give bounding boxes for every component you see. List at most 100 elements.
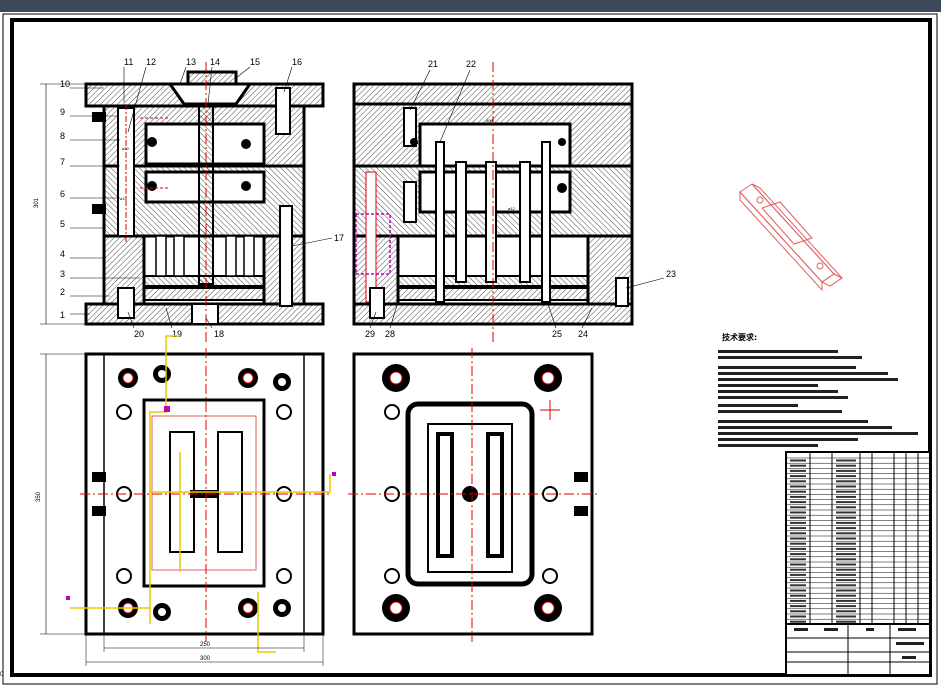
bom-row-text — [790, 527, 806, 530]
right-plan-view — [348, 348, 598, 642]
bom-row-text — [836, 563, 856, 566]
part-label-15: 15 — [250, 57, 260, 67]
left-callouts: 10 9 8 7 6 5 4 3 2 1 11 12 13 14 15 16 1… — [34, 57, 344, 339]
bom-row-text — [790, 620, 806, 623]
part-label-23: 23 — [666, 269, 676, 279]
bom-row-text — [836, 573, 856, 576]
bom-row-text — [790, 495, 806, 498]
bom-row-text — [836, 594, 856, 597]
part-label-20: 20 — [134, 329, 144, 339]
dim-width-inner: 250 — [200, 642, 211, 648]
bom-row-text — [836, 532, 856, 535]
bom-row-text — [836, 589, 856, 592]
bom-row-text — [836, 495, 856, 498]
sheet-outer-border — [2, 13, 938, 685]
bom-row-text — [836, 553, 856, 556]
bom-row-text — [836, 584, 856, 587]
bom-row-text — [790, 532, 806, 535]
right-callouts: 21 22 23 29 28 25 24 — [365, 59, 676, 339]
bom-row-text — [790, 475, 806, 478]
bom-row-text — [790, 537, 806, 540]
bom-row-text — [836, 459, 856, 462]
svg-text:ø20: ø20 — [122, 146, 130, 151]
bom-row-text — [836, 537, 856, 540]
bom-row-text — [790, 553, 806, 556]
dim-width-outer: 300 — [200, 656, 211, 662]
bom-row-text — [836, 527, 856, 530]
part-label-4: 4 — [60, 249, 65, 259]
bom-row-text — [790, 542, 806, 545]
right-section-view: 400 ø12 — [352, 62, 634, 342]
bom-row-text — [790, 584, 806, 587]
part-label-29: 29 — [365, 329, 375, 339]
bom-row-text — [836, 579, 856, 582]
bom-row-text — [790, 605, 806, 608]
bom-row-text — [790, 469, 806, 472]
part-label-1: 1 — [60, 310, 65, 320]
bom-row-text — [790, 563, 806, 566]
part-label-3: 3 — [60, 269, 65, 279]
sheet-inner-frame — [10, 18, 932, 677]
bom-row-text — [836, 610, 856, 613]
part-label-11: 11 — [124, 57, 133, 67]
bom-row-text — [790, 490, 806, 493]
bom-row-text — [836, 490, 856, 493]
origin-mark: 0 — [0, 672, 4, 678]
part-label-5: 5 — [60, 219, 65, 229]
bom-row-text — [836, 506, 856, 509]
bom-row-text — [836, 521, 856, 524]
part-label-8: 8 — [60, 131, 65, 141]
svg-text:ø15: ø15 — [120, 196, 128, 201]
bom-row-text — [836, 469, 856, 472]
part-label-25: 25 — [552, 329, 562, 339]
bom-row-text — [836, 558, 856, 561]
title-block — [785, 451, 931, 676]
bom-row-text — [836, 599, 856, 602]
bom-row-text — [790, 480, 806, 483]
bom-row-text — [836, 475, 856, 478]
bom-row-text — [790, 485, 806, 488]
bom-row-text — [836, 615, 856, 618]
part-label-19: 19 — [172, 329, 182, 339]
bom-row-text — [836, 547, 856, 550]
bom-row-text — [790, 589, 806, 592]
left-plan-dimensions: 350 250 300 — [36, 353, 324, 666]
bom-row-text — [790, 610, 806, 613]
part-label-22: 22 — [466, 59, 476, 69]
bom-row-text — [836, 605, 856, 608]
window-title-bar — [0, 0, 941, 12]
left-section-view: ø20 ø15 — [84, 62, 325, 342]
part-label-17: 17 — [334, 233, 344, 243]
part-label-18: 18 — [214, 329, 224, 339]
bom-row-text — [836, 501, 856, 504]
bom-row-text — [790, 568, 806, 571]
bom-row-text — [836, 620, 856, 623]
bom-row-text — [790, 506, 806, 509]
bom-row-text — [790, 521, 806, 524]
bom-row-text — [836, 511, 856, 514]
bom-row-text — [836, 542, 856, 545]
part-label-9: 9 — [60, 107, 65, 117]
bom-row-text — [790, 459, 806, 462]
dim-height-side: 301 — [34, 197, 40, 208]
left-plan-view — [66, 335, 336, 653]
part-label-24: 24 — [578, 329, 588, 339]
bom-row-text — [790, 615, 806, 618]
bom-row-text — [790, 464, 806, 467]
bom-row-text — [790, 573, 806, 576]
part-label-21: 21 — [428, 59, 438, 69]
dim-height-plan: 350 — [36, 491, 42, 502]
bom-row-text — [836, 568, 856, 571]
bom-row-text — [790, 547, 806, 550]
svg-text:400: 400 — [486, 118, 493, 123]
part-label-16: 16 — [292, 57, 302, 67]
part-label-12: 12 — [146, 57, 156, 67]
part-label-7: 7 — [60, 157, 65, 167]
bom-row-text — [836, 464, 856, 467]
isometric-part-view — [739, 183, 843, 292]
bom-row-text — [790, 558, 806, 561]
bom-row-text — [836, 485, 856, 488]
part-label-6: 6 — [60, 189, 65, 199]
part-label-13: 13 — [186, 57, 196, 67]
bom-row-text — [836, 480, 856, 483]
